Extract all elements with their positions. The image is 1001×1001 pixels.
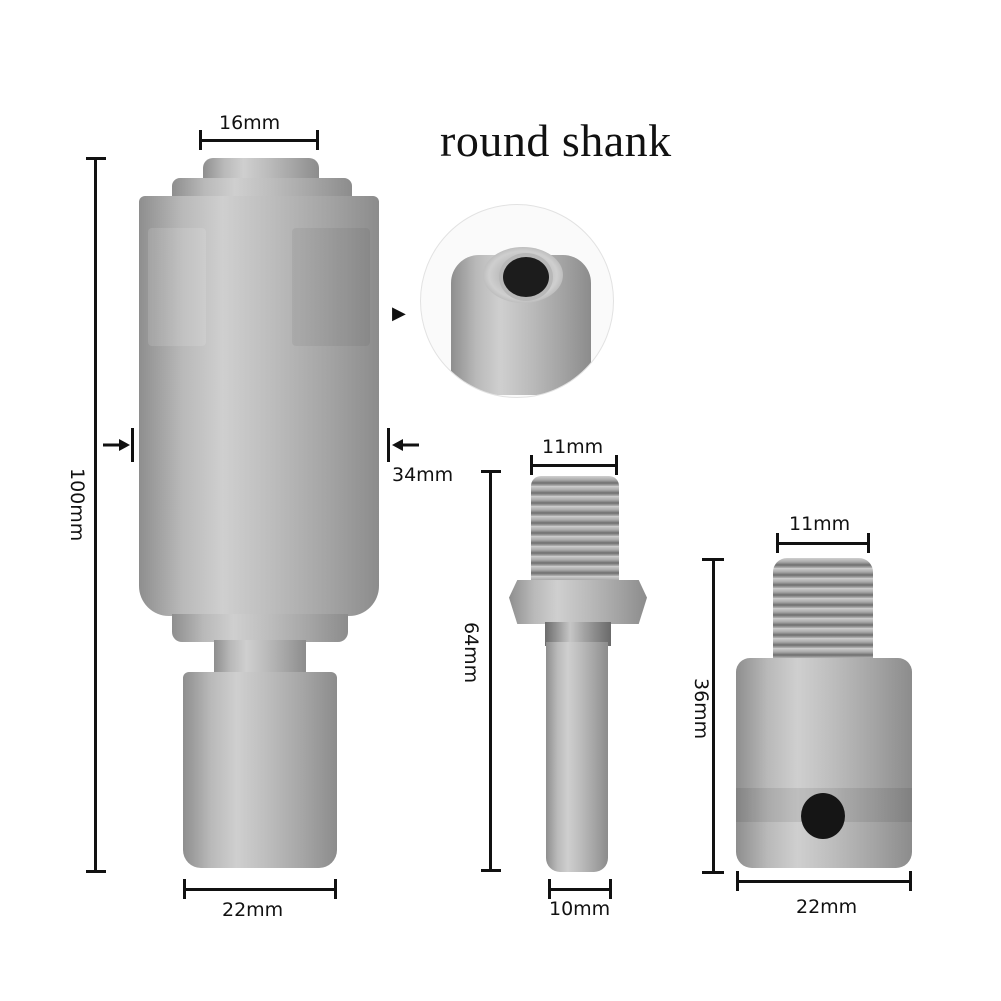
- dim-tick: [86, 157, 106, 160]
- dim-bottom-diameter-label: 22mm: [796, 896, 858, 918]
- thread-section: [773, 558, 873, 668]
- dim-tick: [183, 879, 186, 899]
- dim-tick: [131, 428, 134, 462]
- dim-line-36mm: [712, 558, 715, 874]
- inset-bore: [499, 253, 553, 301]
- dim-length-label: 36mm: [690, 678, 712, 740]
- top-ring: [172, 178, 352, 200]
- dim-shank-width-label: 10mm: [549, 898, 611, 920]
- dim-tick: [702, 558, 724, 561]
- dim-thread-diameter-label: 11mm: [789, 513, 851, 535]
- inset-circle: [420, 204, 614, 398]
- dim-line-100mm: [94, 157, 97, 873]
- pointer-triangle-icon: ▶: [392, 303, 406, 323]
- dim-tick: [736, 871, 739, 891]
- dim-line-10mm: [548, 888, 612, 891]
- dim-tick: [387, 428, 390, 462]
- main-body: [139, 196, 379, 616]
- dim-tick: [530, 455, 533, 475]
- round-shank-end: [183, 672, 337, 868]
- dim-tick: [481, 869, 501, 872]
- dim-tick: [316, 130, 319, 150]
- hex-shank: [546, 642, 608, 872]
- dim-tick: [548, 879, 551, 899]
- hex-nut: [509, 580, 647, 624]
- detent-hole: [801, 793, 845, 839]
- dim-line-64mm: [489, 470, 492, 872]
- arrow-left-icon: [391, 437, 419, 458]
- title-round-shank: round shank: [440, 115, 672, 166]
- dim-tick: [615, 455, 618, 475]
- arrow-right-icon: [103, 437, 131, 458]
- dim-line-22mm: [736, 880, 912, 883]
- dim-tick: [776, 533, 779, 553]
- dim-line-11mm: [530, 464, 618, 467]
- thread-section: [531, 476, 619, 584]
- dim-body-width-label: 34mm: [392, 464, 454, 486]
- dim-tick: [867, 533, 870, 553]
- dim-length-label: 64mm: [460, 622, 482, 684]
- dim-line-22mm: [183, 888, 337, 891]
- dim-line-11mm: [776, 542, 870, 545]
- dim-thread-diameter-label: 11mm: [542, 436, 604, 458]
- dim-top-diameter-label: 16mm: [219, 112, 281, 134]
- dim-tick: [199, 130, 202, 150]
- neck-ring: [172, 614, 348, 642]
- hex-flat: [292, 228, 370, 346]
- dim-tick: [334, 879, 337, 899]
- dim-tick: [909, 871, 912, 891]
- dim-bottom-diameter-label: 22mm: [222, 899, 284, 921]
- dim-length-label: 100mm: [66, 468, 88, 542]
- dim-tick: [86, 870, 106, 873]
- dim-tick: [702, 871, 724, 874]
- dim-line-16mm: [199, 139, 319, 142]
- dim-tick: [481, 470, 501, 473]
- hex-flat: [148, 228, 206, 346]
- dim-tick: [609, 879, 612, 899]
